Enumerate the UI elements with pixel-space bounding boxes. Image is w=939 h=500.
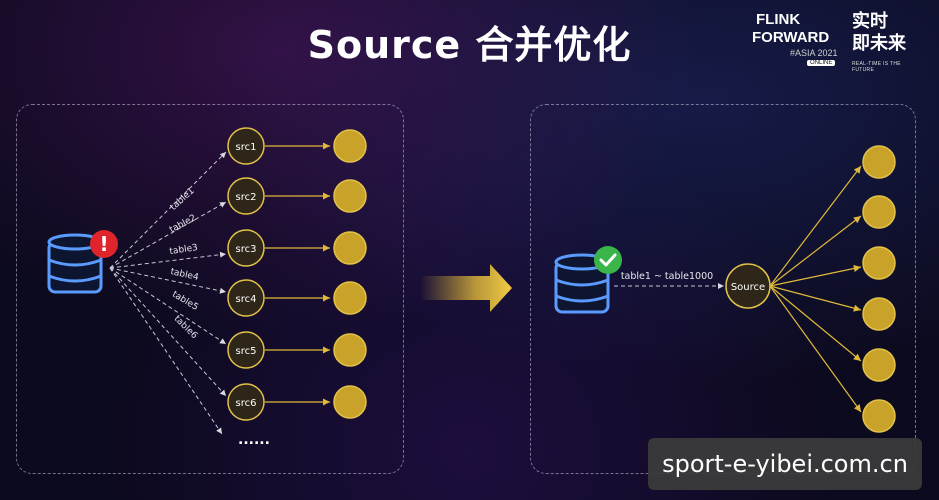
logo-line3: #ASIA 2021 — [790, 48, 838, 58]
src-node — [227, 279, 265, 317]
merged-edge-label: table1 ~ table1000 — [621, 271, 713, 282]
output-node — [862, 399, 896, 433]
check-icon — [594, 246, 622, 274]
edge-label-table1: table1 — [169, 186, 197, 212]
edge-src4 — [109, 267, 227, 294]
src-node-label: src5 — [236, 346, 257, 357]
edge-label-table5: table5 — [170, 290, 200, 313]
warning-icon: ! — [90, 230, 118, 258]
flink-forward-logo: FLINK FORWARD #ASIA 2021 ONLINE 实时 即未来 R… — [752, 12, 922, 74]
database-band — [555, 294, 609, 303]
edge-label-table3: table3 — [169, 243, 199, 257]
warning-mark: ! — [99, 232, 108, 256]
database-icon — [47, 233, 103, 294]
fanout-edge — [769, 215, 862, 287]
watermark: sport-e-yibei.com.cn — [648, 438, 922, 490]
database-band — [48, 258, 102, 267]
ellipsis-label: ...... — [238, 432, 270, 448]
src-node — [227, 229, 265, 267]
output-node — [862, 297, 896, 331]
logo-badge: ONLINE — [807, 60, 836, 66]
logo-line2: FORWARD — [752, 29, 830, 46]
edge-src6 — [109, 267, 227, 397]
page-title: Source 合并优化 — [307, 23, 632, 67]
logo-line1: FLINK — [756, 11, 801, 28]
output-node — [333, 333, 367, 367]
edge-label-table2: table2 — [168, 213, 198, 235]
fanout-edge — [769, 285, 862, 362]
output-node — [862, 348, 896, 382]
transform-arrow — [420, 264, 512, 312]
output-node — [862, 246, 896, 280]
fanout-edge — [769, 165, 862, 287]
fanout-edge — [769, 264, 862, 287]
src-node — [227, 127, 265, 165]
edge-label-table4: table4 — [169, 267, 199, 283]
src-node — [227, 177, 265, 215]
src-node-label: src6 — [236, 398, 257, 409]
logo-cn-line2: 即未来 — [852, 33, 906, 54]
logo-cn-line1: 实时 — [852, 11, 888, 32]
database-band — [555, 278, 609, 287]
edge-src5 — [109, 267, 227, 345]
src-node-label: src4 — [236, 294, 257, 305]
check-circle — [594, 246, 622, 274]
fanout-edge — [769, 285, 862, 312]
edge-label-table6: table6 — [172, 314, 200, 341]
src-node-label: src2 — [236, 192, 257, 203]
src-node-label: src3 — [236, 244, 257, 255]
output-node — [333, 281, 367, 315]
edge-more — [109, 267, 223, 435]
source-node-label: Source — [731, 282, 765, 293]
output-node — [333, 179, 367, 213]
fanout-edge — [769, 285, 862, 413]
output-node — [333, 129, 367, 163]
output-node — [862, 145, 896, 179]
edge-src2 — [109, 201, 227, 269]
edge-src1 — [109, 151, 227, 269]
left-panel — [16, 104, 404, 474]
database-band — [48, 274, 102, 283]
output-node — [333, 231, 367, 265]
check-mark — [599, 253, 617, 267]
src-node — [227, 383, 265, 421]
src-node — [227, 331, 265, 369]
output-node — [333, 385, 367, 419]
logo-tagline: REAL-TIME IS THE FUTURE — [852, 61, 901, 73]
edge-src3 — [109, 251, 227, 269]
warning-circle — [90, 230, 118, 258]
src-node-label: src1 — [236, 142, 257, 153]
output-node — [862, 195, 896, 229]
